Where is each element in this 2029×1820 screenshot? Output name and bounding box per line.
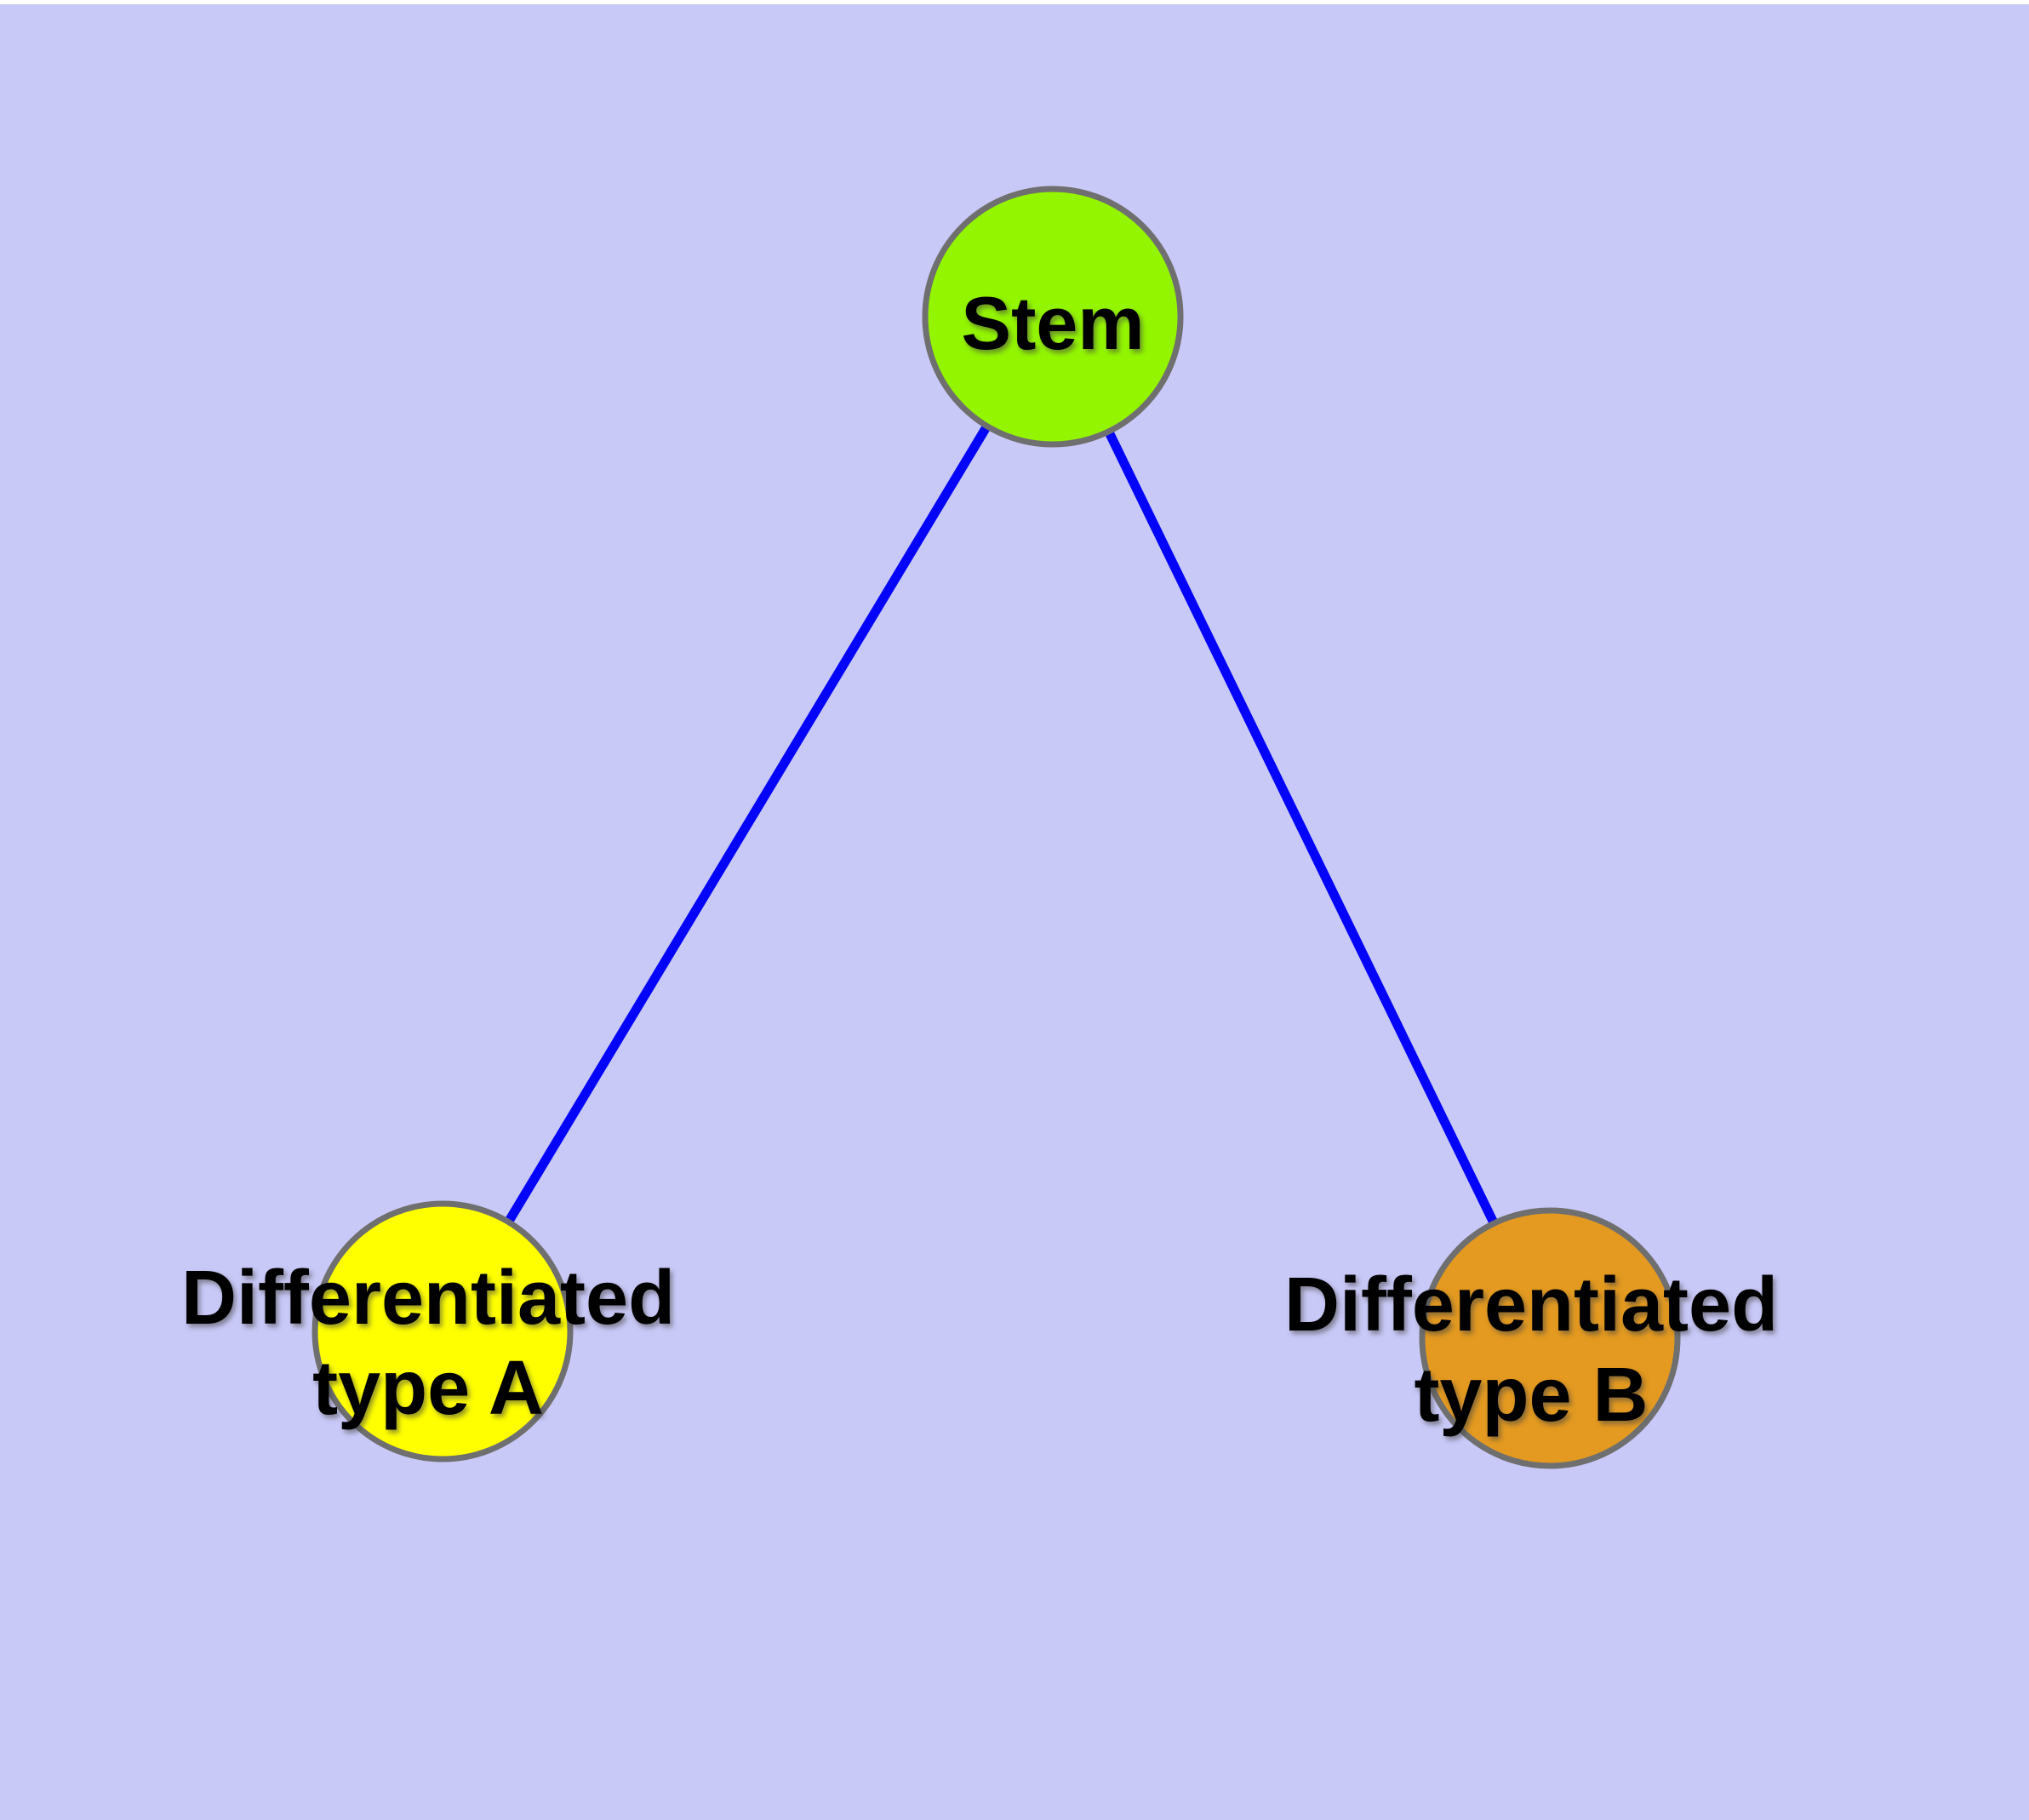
stem-node-label: Stem: [961, 278, 1144, 369]
type-b-node-circle: [1419, 1207, 1681, 1469]
type-b-label-line2: type B: [1414, 1353, 1649, 1438]
stem-node-label-text: Stem: [961, 281, 1145, 365]
edge-stem-to-type-a: [438, 314, 1057, 1334]
type-a-node-label: Differentiated type A: [181, 1253, 675, 1434]
type-b-label-line1: Differentiated: [1283, 1262, 1779, 1348]
edge-stem-to-type-b: [1049, 314, 1554, 1341]
type-b-node-label: Differentiated type B: [1284, 1260, 1778, 1440]
top-edge-strip: [0, 0, 2029, 4]
type-a-label-line2: type A: [312, 1346, 544, 1431]
stem-node-circle: [922, 186, 1184, 448]
type-a-node-circle: [311, 1200, 574, 1462]
type-a-label-line1: Differentiated: [180, 1256, 676, 1341]
